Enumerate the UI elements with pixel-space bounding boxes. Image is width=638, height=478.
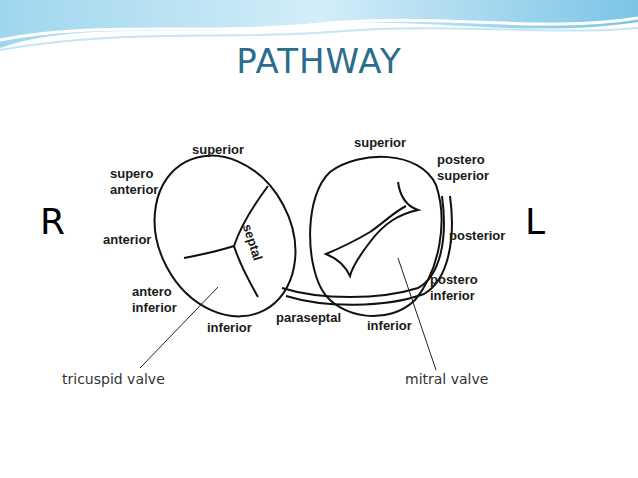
position-label: postero superior [437,152,499,184]
mitral-leaflets [326,182,418,276]
header-wave-line [0,18,638,40]
position-label: inferior [207,320,277,336]
side-marker: R [40,202,80,242]
position-label: supero anterior [110,166,172,198]
pathway-curve [286,196,452,305]
mitral-annulus [310,157,441,316]
header-wave [0,0,638,48]
position-label: superior [192,142,262,158]
position-label: postero inferior [430,272,492,304]
position-label: antero inferior [132,284,194,316]
position-label: posterior [449,228,529,244]
position-label: anterior [103,232,173,248]
slide-title: PATHWAY [0,40,638,82]
side-marker: L [525,202,565,242]
position-label: septal [239,222,273,284]
position-label: inferior [367,318,437,334]
position-label: superior [354,135,424,151]
valve-name: tricuspid valve [62,370,222,388]
tricuspid-annulus [127,131,322,341]
valve-name: mitral valve [405,370,545,388]
position-label: paraseptal [276,310,366,326]
leader-line [140,287,218,368]
pathway-curve [282,196,444,297]
